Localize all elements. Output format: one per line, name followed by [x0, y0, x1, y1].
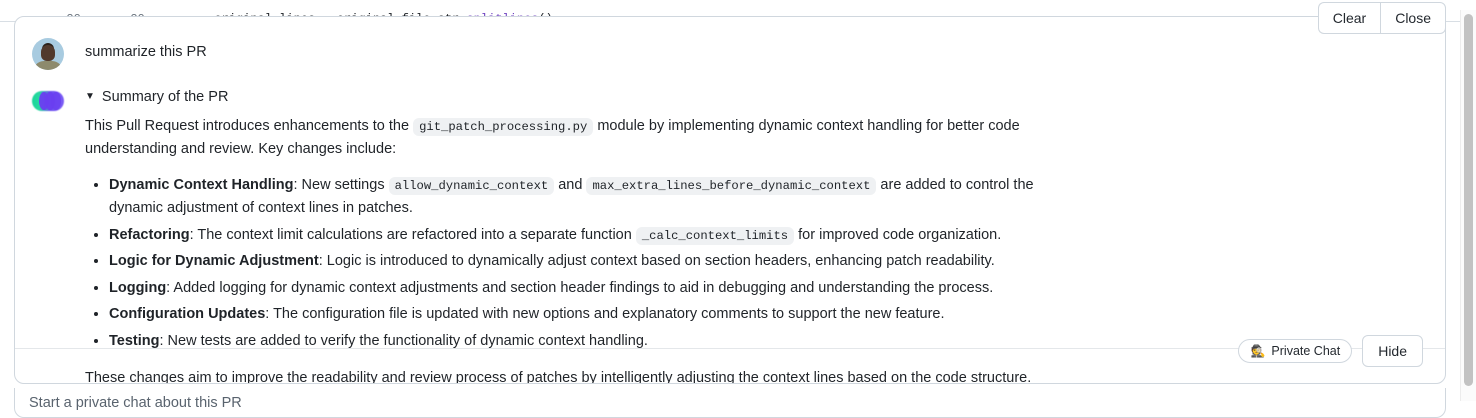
intro-text-part2: module by implementing dynamic context h… — [85, 118, 1020, 158]
bullet-term: Logic for Dynamic Adjustment — [109, 253, 319, 270]
bullet-term: Dynamic Context Handling — [109, 176, 294, 193]
code-line: 2029 original_lines = original_file_str.… — [0, 0, 1476, 26]
summary-intro-paragraph: This Pull Request introduces enhancement… — [85, 115, 1065, 162]
summary-content: This Pull Request introduces enhancement… — [85, 115, 1065, 384]
bullet-text-after: for improved code organization. — [798, 226, 1002, 243]
summary-bullet-list: Dynamic Context Handling: New settings a… — [85, 174, 1065, 353]
list-item: Refactoring: The context limit calculati… — [109, 224, 1065, 247]
user-avatar — [32, 38, 64, 70]
avatar-pill — [45, 92, 55, 110]
summary-closing-paragraph: These changes aim to improve the readabi… — [85, 370, 1032, 384]
private-chat-label: Private Chat — [1271, 344, 1341, 358]
private-chat-badge: 🕵️ Private Chat — [1238, 339, 1353, 363]
avatar-pill — [39, 92, 49, 110]
bullet-text-before: : Logic is introduced to dynamically adj… — [318, 253, 995, 270]
inline-code-setting-1: allow_dynamic_context — [388, 176, 555, 195]
intro-text-part1: This Pull Request introduces enhancement… — [85, 118, 410, 134]
assistant-avatar — [32, 91, 64, 111]
pr-chat-panel: summarize this PR ▼ Summary of the PR — [14, 16, 1446, 384]
assistant-message-body: ▼ Summary of the PR This Pull Request in… — [85, 84, 1421, 384]
scrollbar-thumb[interactable] — [1464, 14, 1473, 386]
list-item: Configuration Updates: The configuration… — [109, 303, 1065, 326]
bullet-text-before: : New tests are added to verify the func… — [159, 332, 648, 349]
bullet-term: Refactoring — [109, 226, 190, 243]
bullet-text-before: : New settings — [293, 176, 385, 193]
summary-title: Summary of the PR — [101, 89, 229, 105]
bullet-term: Testing — [109, 332, 160, 349]
bullet-conjunction: and — [558, 176, 583, 193]
detective-icon: 🕵️ — [1250, 344, 1266, 358]
inline-code-setting-2: max_extra_lines_before_dynamic_context — [586, 176, 877, 195]
chat-message-user: summarize this PR — [15, 37, 1445, 70]
bullet-term: Logging — [109, 279, 167, 296]
list-item: Logic for Dynamic Adjustment: Logic is i… — [109, 250, 1065, 273]
private-chat-composer — [14, 388, 1446, 418]
bullet-text-before: : The context limit calculations are ref… — [189, 226, 632, 243]
bullet-text-before: : Added logging for dynamic context adju… — [166, 279, 994, 296]
avatar-pill — [51, 92, 61, 110]
bullet-text-before: : The configuration file is updated with… — [265, 306, 945, 323]
summary-disclosure-header[interactable]: ▼ Summary of the PR — [85, 89, 1421, 105]
chat-thread: summarize this PR ▼ Summary of the PR — [15, 17, 1445, 384]
user-avatar-slot — [31, 37, 65, 70]
page-scrollbar[interactable] — [1460, 10, 1476, 401]
inline-code-function: _calc_context_limits — [635, 226, 795, 245]
chevron-down-icon[interactable]: ▼ — [85, 91, 95, 102]
inline-code-module: git_patch_processing.py — [413, 118, 594, 136]
assistant-avatar-slot — [31, 84, 65, 111]
close-button[interactable]: Close — [1380, 2, 1446, 34]
user-message-body: summarize this PR — [85, 37, 1421, 64]
panel-action-buttons: Clear Close — [1317, 2, 1446, 34]
list-item: Logging: Added logging for dynamic conte… — [109, 277, 1065, 300]
clear-button[interactable]: Clear — [1317, 2, 1381, 34]
panel-footer-controls: 🕵️ Private Chat Hide — [1238, 335, 1423, 367]
hide-button[interactable]: Hide — [1362, 335, 1423, 367]
chat-message-assistant: ▼ Summary of the PR This Pull Request in… — [15, 84, 1445, 384]
chat-input[interactable] — [15, 388, 1445, 417]
composer-divider — [15, 348, 1445, 349]
bullet-text-after: are added to control the dynamic adjustm… — [109, 176, 1034, 217]
list-item: Dynamic Context Handling: New settings a… — [109, 174, 1065, 221]
user-message-text: summarize this PR — [85, 44, 207, 60]
list-item: Testing: New tests are added to verify t… — [109, 330, 1065, 353]
bullet-term: Configuration Updates — [109, 306, 266, 323]
